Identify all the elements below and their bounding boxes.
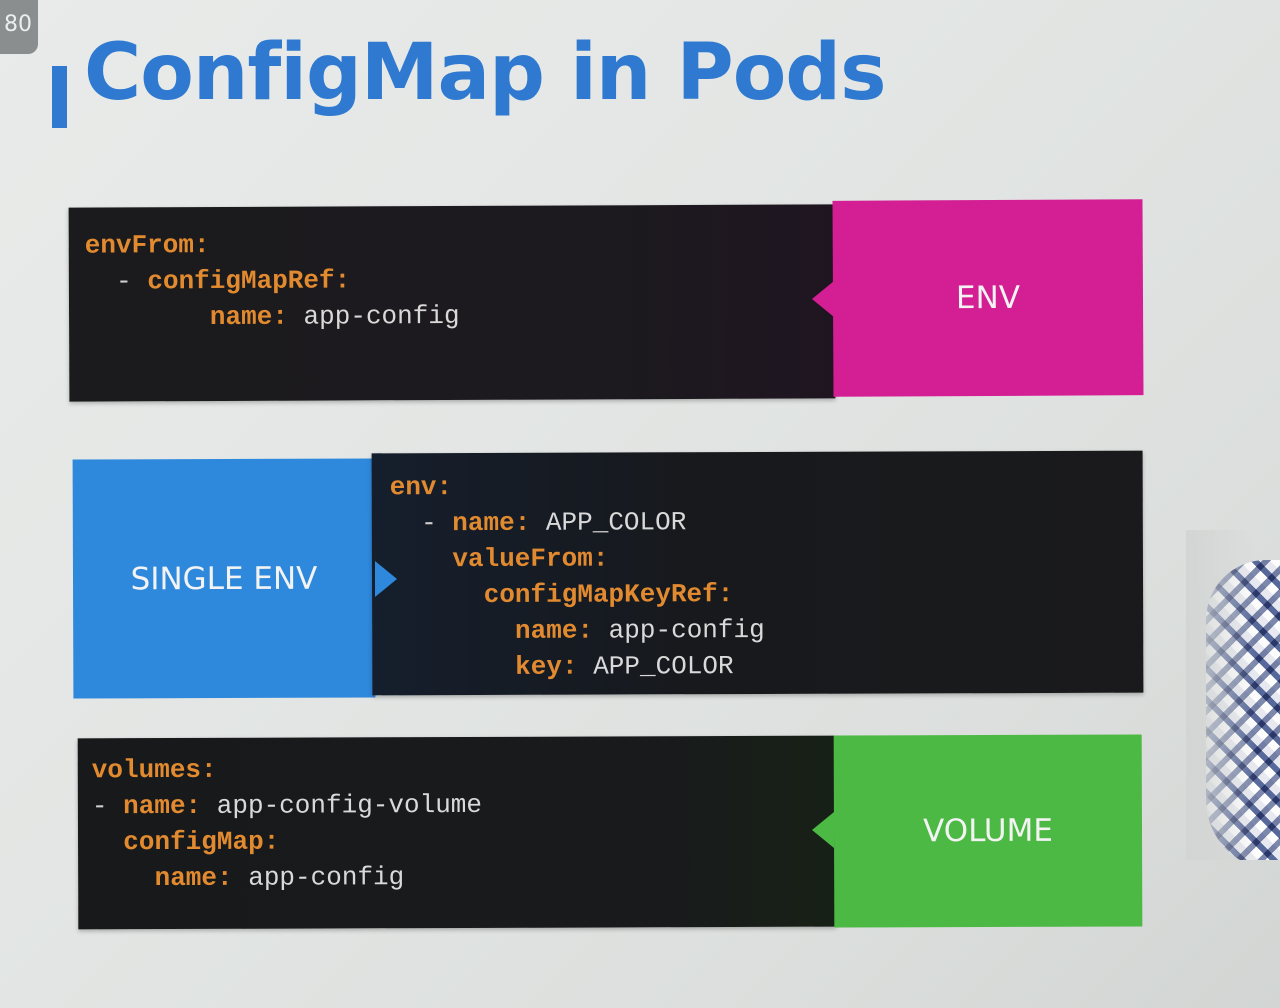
code-key-envfrom: envFrom: xyxy=(84,230,210,261)
code-key-volumes: volumes: xyxy=(91,754,217,786)
code-value-app-config: app-config xyxy=(248,862,405,893)
single-env-code-block: env: - name: APP_COLOR valueFrom: config… xyxy=(390,468,765,685)
code-key-name: name: xyxy=(452,507,531,539)
page-title: ConfigMap in Pods xyxy=(84,28,887,118)
single-env-pointer-arrow xyxy=(375,561,397,597)
code-key-name: name: xyxy=(514,615,594,646)
code-key-name: name: xyxy=(123,790,202,822)
env-from-code-block: envFrom: - configMapRef: name: app-confi… xyxy=(85,226,460,336)
single-env-label: SINGLE ENV xyxy=(130,560,318,597)
volume-label: VOLUME xyxy=(923,812,1053,850)
code-key-configmapkeyref: configMapKeyRef: xyxy=(483,579,734,610)
code-value-app-config: app-config xyxy=(303,300,460,332)
code-key-configmap: configMap: xyxy=(123,826,280,858)
code-value-app-config: app-config xyxy=(608,614,765,646)
volume-label-box: VOLUME xyxy=(833,734,1143,928)
code-key-name: name: xyxy=(209,301,288,333)
corner-overlay-badge: 80 xyxy=(0,0,38,54)
single-env-label-box: SINGLE ENV xyxy=(72,458,376,699)
env-pointer-arrow xyxy=(812,281,834,317)
code-dash: - xyxy=(420,508,453,539)
volume-pointer-arrow xyxy=(812,812,834,848)
presenter-figure xyxy=(1186,530,1280,860)
code-dash: - xyxy=(91,791,124,822)
env-from-code-panel: envFrom: - configMapRef: name: app-confi… xyxy=(68,204,836,402)
code-value-app-color: APP_COLOR xyxy=(545,507,687,538)
title-accent-bar xyxy=(52,66,67,128)
volumes-code-panel: volumes: - name: app-config-volume confi… xyxy=(77,735,837,930)
presenter-blur-edge xyxy=(1186,530,1256,860)
single-env-code-panel: env: - name: APP_COLOR valueFrom: config… xyxy=(371,450,1144,696)
code-key-name: name: xyxy=(154,862,233,894)
env-label-box: ENV xyxy=(832,199,1144,397)
code-key-configmapref: configMapRef: xyxy=(147,265,351,297)
code-key-valuefrom: valueFrom: xyxy=(452,543,609,575)
code-key-env: env: xyxy=(389,472,453,503)
env-label: ENV xyxy=(955,279,1021,317)
code-value-app-color: APP_COLOR xyxy=(593,651,734,682)
code-key-key: key: xyxy=(515,651,578,682)
volumes-code-block: volumes: - name: app-config-volume confi… xyxy=(92,751,483,896)
code-value-app-config-volume: app-config-volume xyxy=(216,789,483,821)
code-dash: - xyxy=(116,266,148,297)
